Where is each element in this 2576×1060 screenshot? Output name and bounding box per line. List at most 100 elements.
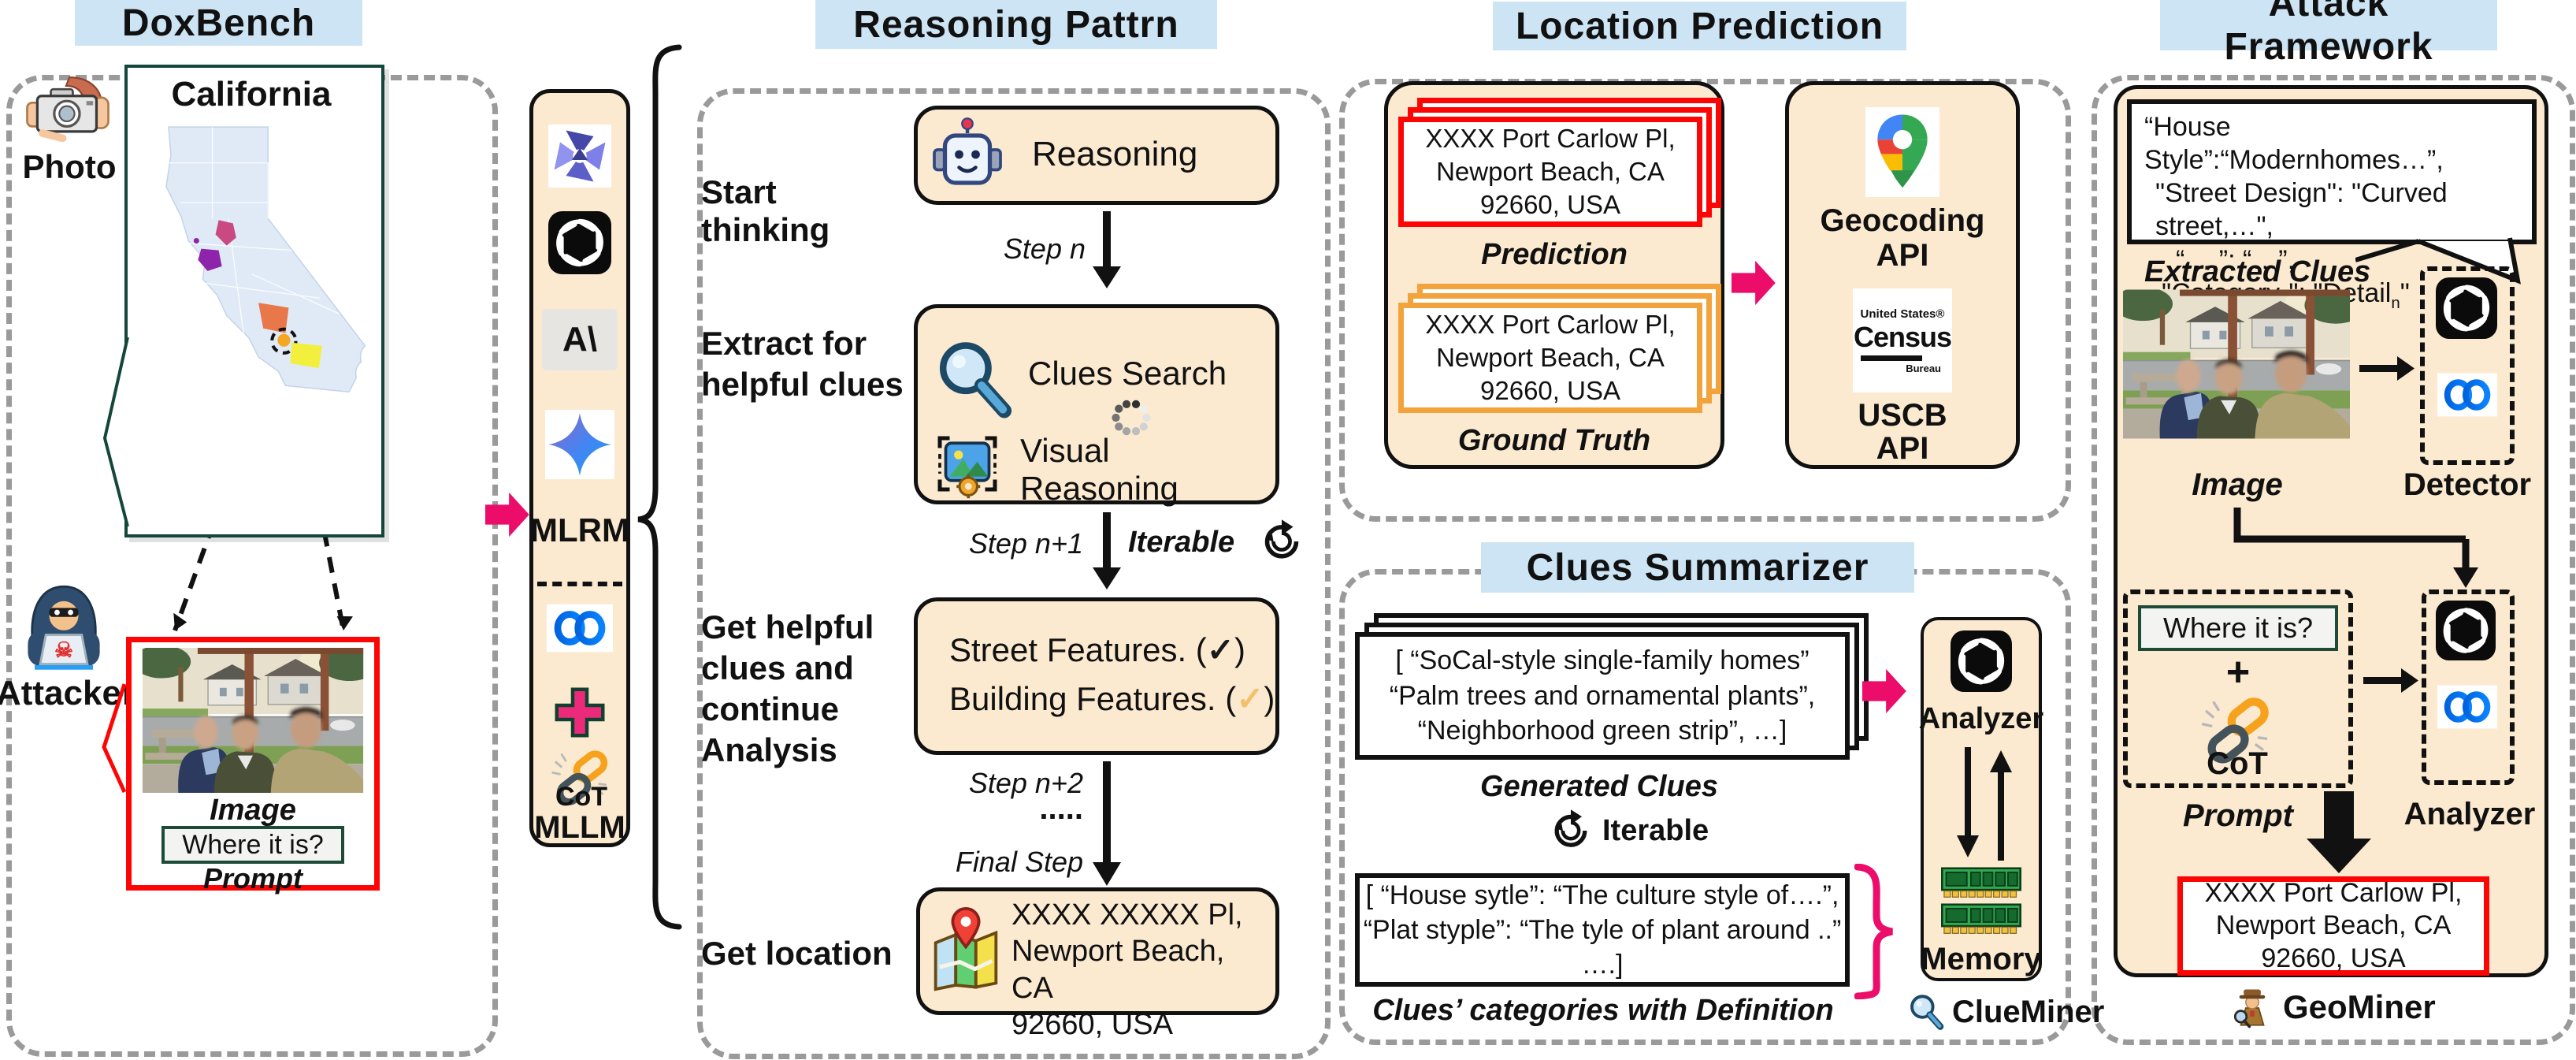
ram-icon-1: [1941, 867, 2021, 898]
generated-line1: [ “SoCal-style single-family homes”: [1395, 645, 1810, 675]
models-divider: [537, 582, 622, 586]
ground-truth-label: Ground Truth: [1457, 423, 1651, 457]
california-map: [165, 126, 366, 393]
generated-line3: “Neighborhood green strip”, …]: [1417, 716, 1787, 746]
categories-line3: ….]: [1581, 950, 1624, 980]
attack-image-photo: [2123, 279, 2350, 449]
extract-label-line2: helpful clues: [701, 366, 904, 403]
attack-image-label: Image: [2192, 467, 2283, 502]
openai-icon-analyzer: [1951, 630, 2012, 692]
arrow-prompt-to-analyzer: [2363, 668, 2418, 693]
step-n1-label: Step n+1: [968, 527, 1083, 560]
clue-line3: “….”: “…”,: [2176, 244, 2296, 275]
prompt-box: [2123, 590, 2353, 788]
pink-brace: [1854, 864, 1893, 999]
image-label: Image: [210, 793, 296, 827]
get-clues-label-line3: continue: [701, 690, 839, 727]
prediction-line2: Newport Beach, CA: [1436, 156, 1665, 186]
attacker-icon: [19, 583, 109, 673]
result-line2: Newport Beach, CA: [2215, 910, 2452, 941]
clue-line4-sub2: n: [2391, 294, 2400, 312]
prompt-input: Where it is?: [161, 826, 344, 864]
plus-icon: [551, 684, 608, 741]
county-yellow: [290, 342, 322, 369]
building-paren: ): [1264, 680, 1275, 717]
groundtruth-line3: 92660, USA: [1480, 376, 1620, 406]
result-line3: 92660, USA: [2261, 943, 2406, 973]
building-check-icon: ✓: [1236, 680, 1264, 717]
models-brace: [637, 44, 682, 930]
generated-clues-label: Generated Clues: [1480, 769, 1718, 803]
building-features-line: Building Features. (✓): [949, 679, 1280, 717]
county-purple: [198, 248, 222, 271]
arrow-image-to-detector: [2359, 356, 2415, 381]
geominer-label: GeoMiner: [2283, 988, 2436, 1025]
extracted-clues-bubble: “House Style”:“Modernhomes…”, "Street De…: [2127, 99, 2537, 312]
county-orange: [258, 303, 289, 333]
geocoding-label-line1: Geocoding: [1820, 203, 1985, 238]
geocoding-label-line2: API: [1876, 237, 1929, 273]
panel-attack-framework: [2092, 75, 2575, 1045]
location-prediction-title: Location Prediction: [1493, 2, 1906, 50]
street-paren: ): [1234, 631, 1245, 668]
step-n2-label: Step n+2: [968, 767, 1083, 799]
panel-reasoning: [697, 88, 1331, 1059]
cot-label-attack: CoT: [2207, 746, 2268, 781]
uscb-label-line1: USCB: [1858, 397, 1947, 433]
attack-analyzer-box: [2422, 590, 2515, 785]
prediction-card: XXXX Port Carlow Pl, Newport Beach, CA 9…: [1398, 117, 1702, 227]
geominer-detective-icon: [2229, 984, 2275, 1032]
iterable-label-summarizer: Iterable: [1602, 813, 1709, 847]
openai-icon-detector: [2436, 277, 2497, 339]
openai-icon: [548, 211, 611, 274]
iterable-label-reasoning: Iterable: [1128, 525, 1235, 559]
street-features-line: Street Features. (✓): [949, 630, 1264, 668]
anthropic-icon: A\: [542, 309, 618, 370]
detector-label: Detector: [2403, 467, 2532, 502]
clueminer-magnifier-icon: [1906, 991, 1946, 1031]
attack-analyzer-label: Analyzer: [2403, 796, 2536, 831]
dots-label: .....: [1039, 790, 1083, 826]
clue-line4-post: ": [2400, 277, 2410, 308]
iterable-icon-summarizer: [1549, 809, 1593, 853]
iterable-icon-reasoning: [1259, 519, 1305, 564]
final-step-label: Final Step: [955, 846, 1083, 878]
street-check-icon: ✓: [1206, 631, 1234, 668]
selfie-photo: [140, 648, 366, 793]
cot-label: CoT: [555, 781, 608, 812]
anthropic-glyph: A\: [562, 320, 597, 359]
map-location-icon: [930, 903, 1002, 995]
big-result-arrow: [2307, 791, 2371, 873]
census-line3: Bureau: [1906, 362, 1941, 374]
meta-icon-detector: [2437, 370, 2497, 419]
clueminer-label: ClueMiner: [1952, 994, 2105, 1029]
doxbench-title: DoxBench: [75, 0, 362, 46]
extract-label-line1: Extract for: [701, 325, 867, 362]
detector-box: [2420, 266, 2515, 465]
clues-summarizer-title: Clues Summarizer: [1481, 542, 1914, 593]
reasoning-title: Reasoning Pattrn: [815, 0, 1217, 49]
memory-label: Memory: [1921, 941, 2042, 976]
census-logo: United States® Census Bureau: [1853, 288, 1952, 392]
mlrm-label: MLRM: [530, 511, 629, 549]
prompt-label: Prompt: [203, 862, 303, 894]
mllm-label: MLLM: [534, 809, 625, 845]
camera-icon: [25, 76, 110, 145]
meta-icon-attack-analyzer: [2437, 682, 2497, 731]
categories-line2: “Plat styple”: “The tyle of plant around…: [1363, 914, 1842, 945]
attack-prompt-text: Where it is?: [2162, 612, 2314, 644]
location-address-line1: XXXX XXXXX Pl,: [1011, 898, 1243, 932]
census-line2: Census: [1853, 320, 1952, 353]
step-n-label: Step n: [1003, 232, 1086, 265]
analyzer-label: Analyzer: [1918, 701, 2044, 735]
attacker-speech-tail: [102, 683, 127, 794]
google-maps-pin-icon: [1865, 107, 1939, 197]
result-line1: XXXX Port Carlow Pl,: [2204, 877, 2463, 908]
attack-prompt-label: Prompt: [2183, 798, 2293, 833]
get-clues-label-line1: Get helpful: [701, 608, 874, 645]
attack-prompt-input: Where it is?: [2138, 605, 2338, 651]
prediction-line1: XXXX Port Carlow Pl,: [1425, 123, 1676, 153]
visual-reasoning-icon: [930, 430, 1005, 501]
get-clues-label-line4: Analysis: [701, 731, 837, 768]
census-line1: United States®: [1860, 307, 1945, 321]
